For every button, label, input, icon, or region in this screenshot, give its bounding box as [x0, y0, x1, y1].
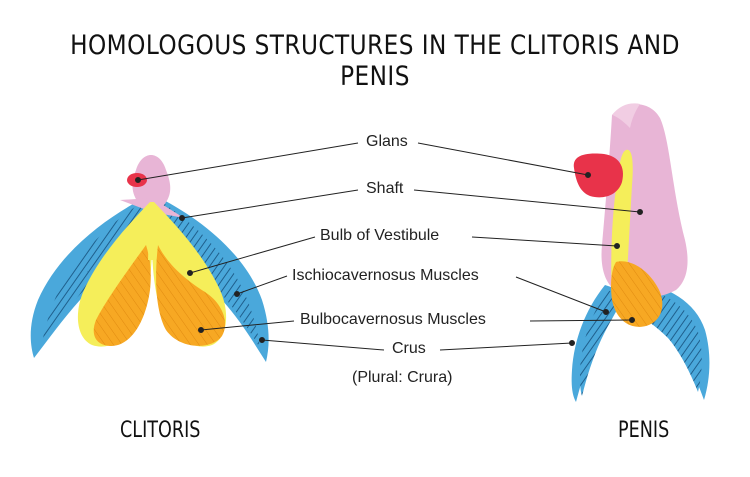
clitoris-right-bulbocavernosus [156, 245, 226, 346]
clitoris-figure [30, 155, 269, 362]
label-shaft: Shaft [366, 180, 404, 197]
penis-bulbocavernosus [611, 261, 663, 327]
clitoris-left-bulbocavernosus [93, 245, 151, 346]
label-crus-plural-note: (Plural: Crura) [352, 369, 453, 386]
label-bulb-of-vestibule: Bulb of Vestibule [320, 227, 440, 244]
label-crus: Crus [392, 340, 426, 357]
penis-glans [573, 153, 624, 198]
label-ischiocavernosus-muscles: Ischiocavernosus Muscles [292, 267, 479, 284]
leader-lines [135, 142, 643, 351]
penis-figure [571, 103, 710, 402]
figure-label-clitoris: CLITORIS [120, 418, 201, 443]
label-bulbocavernosus-muscles: Bulbocavernosus Muscles [300, 311, 486, 328]
diagram-title: HOMOLOGOUS STRUCTURES IN THE CLITORIS AN… [70, 30, 680, 92]
penis-left-ischio-muscle [580, 290, 624, 396]
figure-label-penis: PENIS [618, 418, 670, 443]
clitoris-shaft [132, 155, 171, 212]
label-glans: Glans [366, 133, 408, 150]
